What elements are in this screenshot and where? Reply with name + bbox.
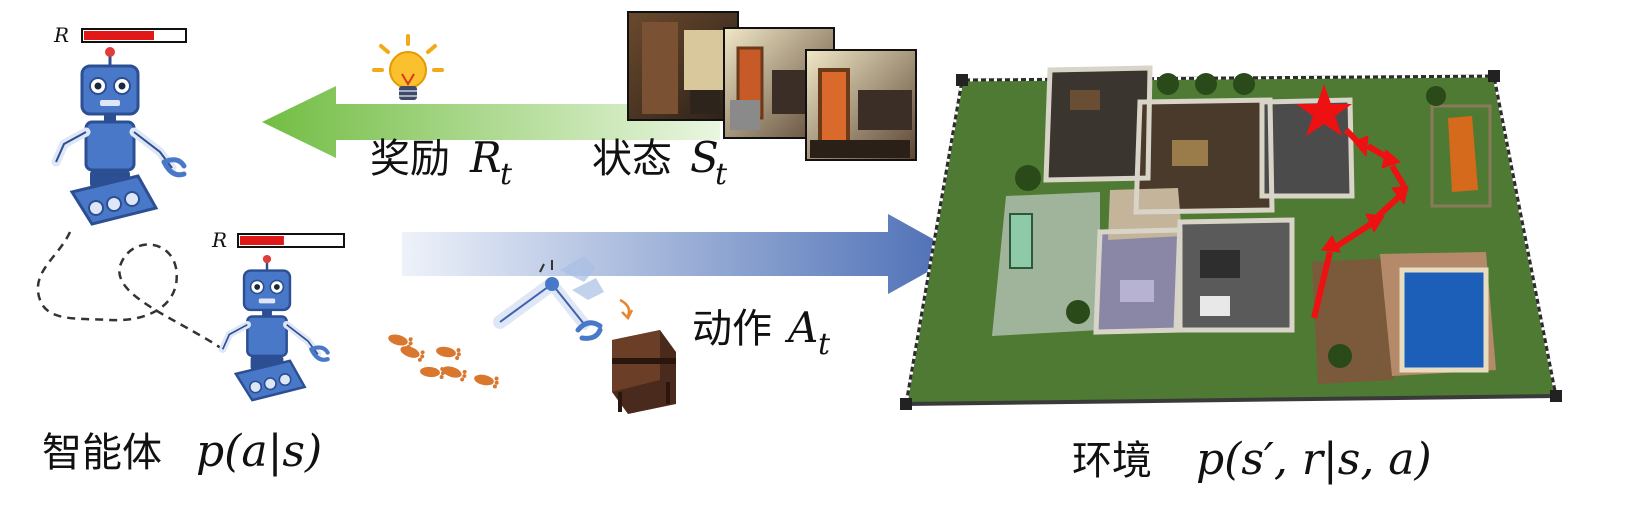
robot-icon (223, 255, 328, 400)
action-subscript: t (818, 327, 831, 362)
state-image-3 (805, 49, 917, 161)
action-label: 动作 (692, 306, 772, 352)
action-arrow (402, 214, 960, 294)
robotic-arm-icon (493, 256, 604, 341)
agent-trajectory-path (36, 231, 225, 352)
environment-path-arrows (1311, 127, 1409, 319)
action-symbol: A (784, 303, 818, 352)
reward-bar-label-top: R (53, 23, 69, 47)
reward-bar-fill-bottom (240, 236, 284, 245)
environment-label: 环境 (1072, 438, 1152, 484)
environment-dynamics-formula: p(s′, r|s, a) (1196, 434, 1432, 485)
agent-robot-top: R (53, 23, 186, 224)
piano-icon (612, 330, 676, 414)
goal-star-icon (1296, 84, 1352, 136)
state-symbol: S (690, 133, 719, 182)
environment-house-map (900, 65, 1562, 410)
agent-robot-bottom: R (36, 228, 345, 400)
state-image-stack (627, 11, 917, 161)
agent-label: 智能体 (42, 430, 162, 476)
reward-subscript: t (500, 157, 513, 192)
state-subscript: t (715, 157, 728, 192)
lightbulb-icon (372, 34, 444, 100)
reward-arrow (262, 86, 720, 158)
reward-bar-fill-top (84, 31, 154, 40)
reward-label: 奖励 (370, 136, 450, 182)
state-image-1 (627, 11, 739, 121)
state-label: 状态 (592, 136, 672, 182)
robot-icon (56, 47, 184, 224)
reward-symbol: R (469, 133, 502, 182)
reward-bar-label-bottom: R (211, 228, 227, 252)
agent-policy-formula: p(a|s) (196, 426, 322, 477)
footprints-icon (386, 331, 500, 389)
